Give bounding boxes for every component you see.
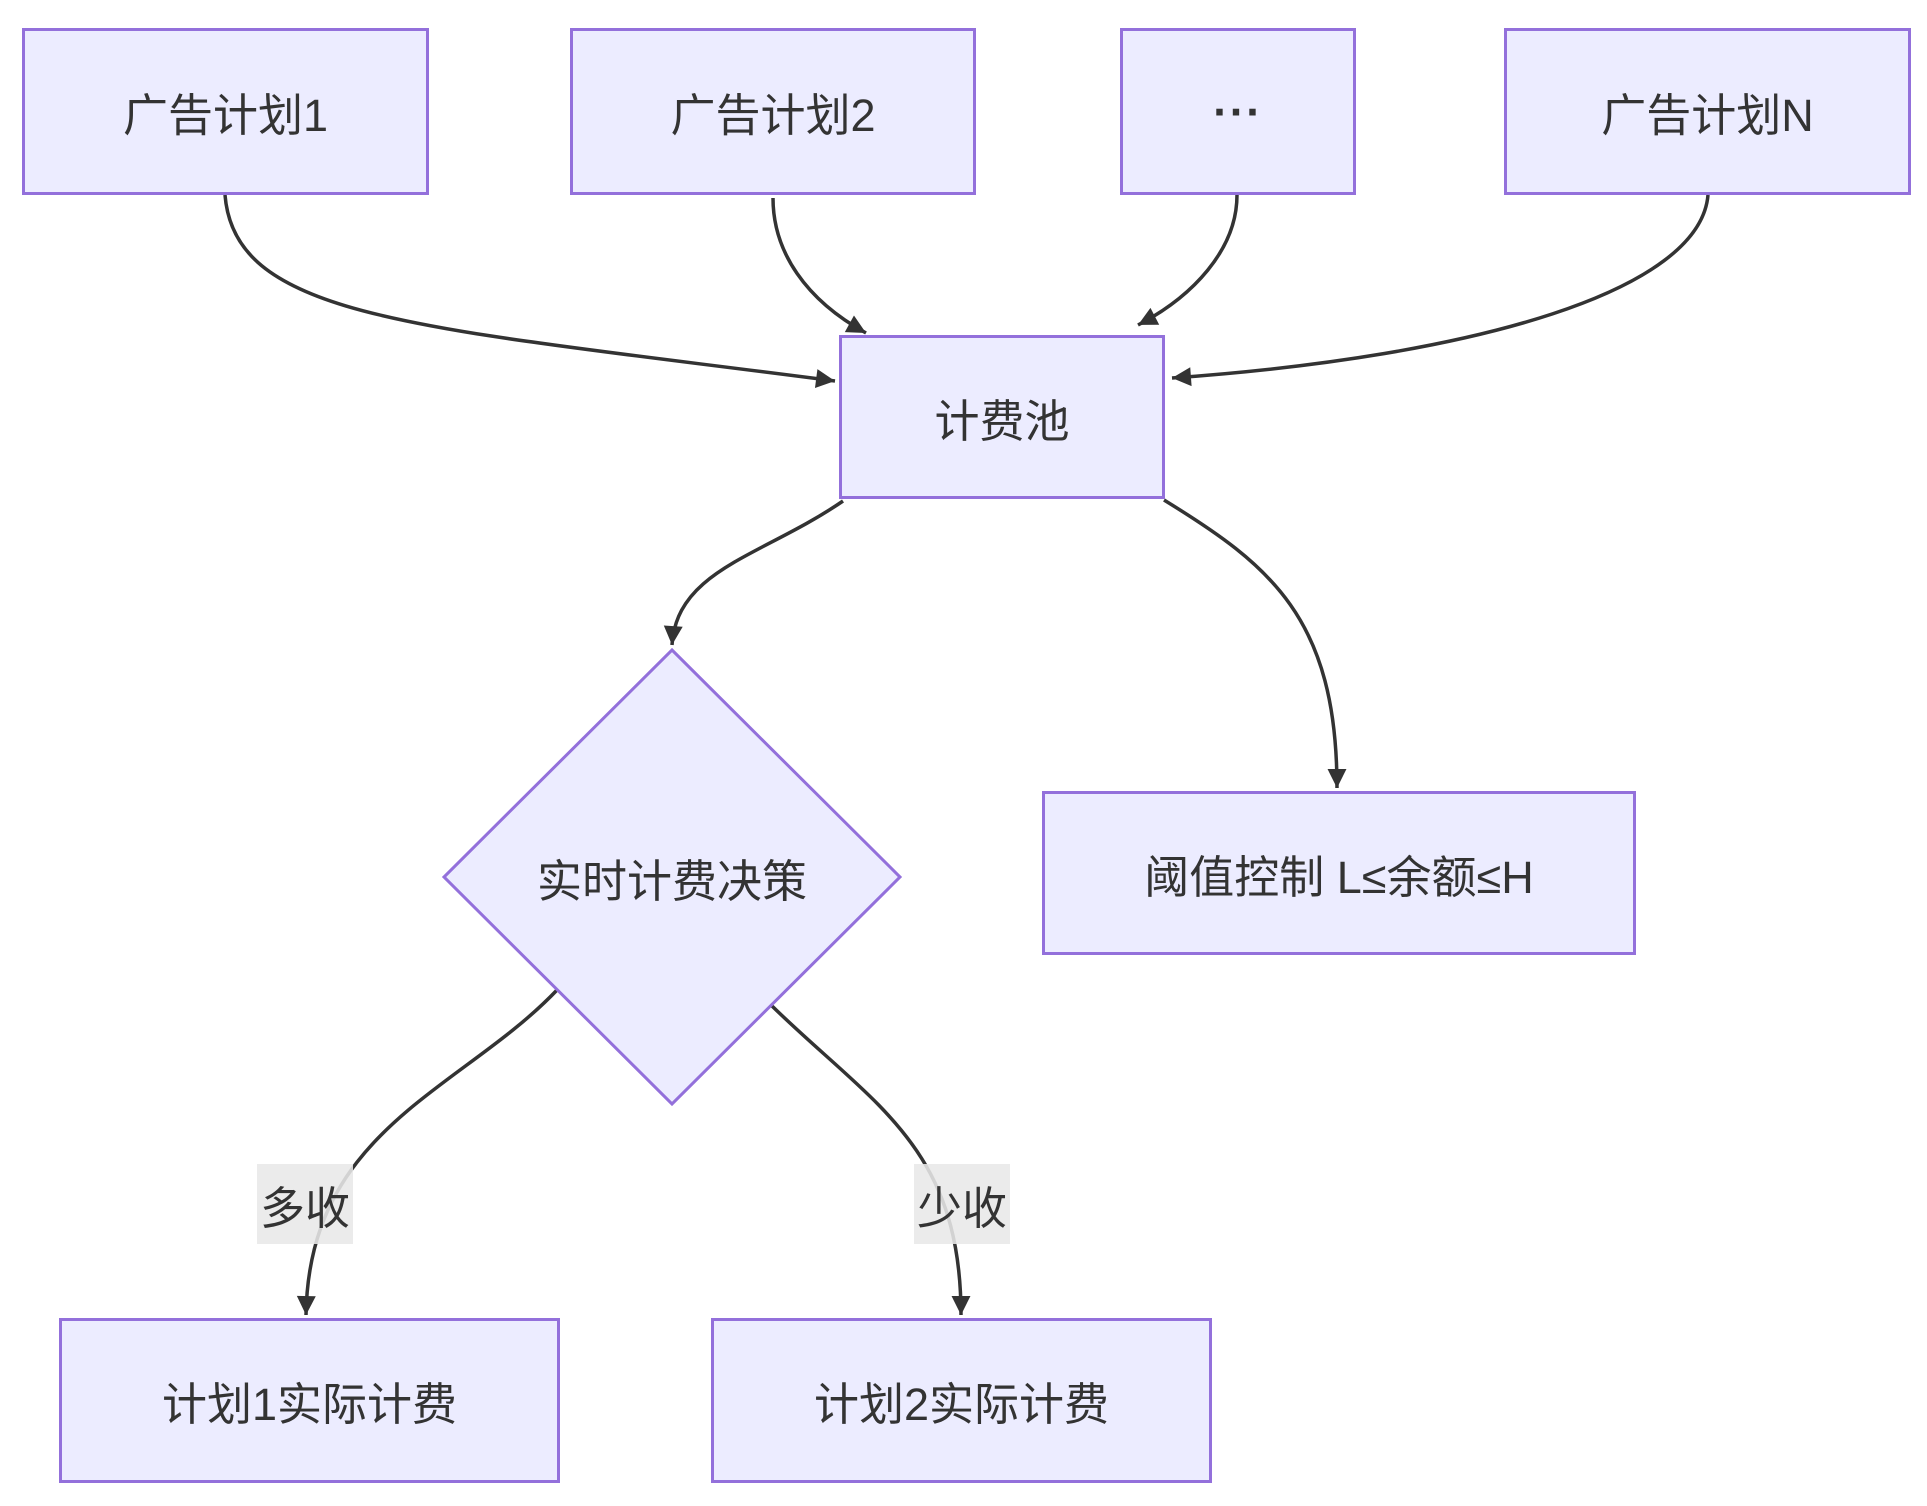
node-ad-plan-2-label: 广告计划2: [670, 90, 876, 141]
edge-pool-to-threshold: [1163, 498, 1347, 789]
edge-plan2-to-pool: [771, 197, 867, 335]
edge-pool-to-decision: [663, 499, 844, 646]
node-ad-plan-n-label: 广告计划N: [1601, 90, 1814, 141]
node-ad-plan-more: ...: [1120, 28, 1356, 195]
edge-plan-more-to-pool: [1137, 194, 1239, 327]
node-ad-plan-n: 广告计划N: [1504, 28, 1911, 195]
node-decision-shape: [441, 647, 903, 1107]
edge-label-overcharge-text: 多收: [259, 1182, 350, 1234]
node-ad-plan-1: 广告计划1: [22, 28, 429, 195]
edge-planN-to-pool: [1171, 194, 1710, 387]
edge-decision-to-actual2: [769, 1003, 971, 1316]
node-ad-plan-2: 广告计划2: [570, 28, 976, 195]
edge-decision-to-actual1: [296, 988, 559, 1316]
node-threshold-control-label: 阈值控制 L≤余额≤H: [1144, 851, 1534, 903]
edge-plan1-to-pool: [223, 194, 836, 388]
node-threshold-control: 阈值控制 L≤余额≤H: [1042, 791, 1636, 955]
node-plan1-actual-billing: 计划1实际计费: [59, 1318, 560, 1483]
node-billing-pool-label: 计费池: [934, 395, 1070, 447]
node-plan1-actual-billing-label: 计划1实际计费: [161, 1379, 458, 1430]
edge-label-undercharge-text: 少收: [916, 1182, 1007, 1234]
edge-label-undercharge: 少收: [914, 1164, 1010, 1244]
node-ad-plan-more-label: ...: [1213, 74, 1263, 126]
node-plan2-actual-billing: 计划2实际计费: [711, 1318, 1212, 1483]
edge-label-overcharge: 多收: [257, 1164, 353, 1244]
node-plan2-actual-billing-label: 计划2实际计费: [813, 1379, 1110, 1430]
node-ad-plan-1-label: 广告计划1: [122, 90, 329, 141]
node-billing-pool: 计费池: [839, 335, 1165, 499]
